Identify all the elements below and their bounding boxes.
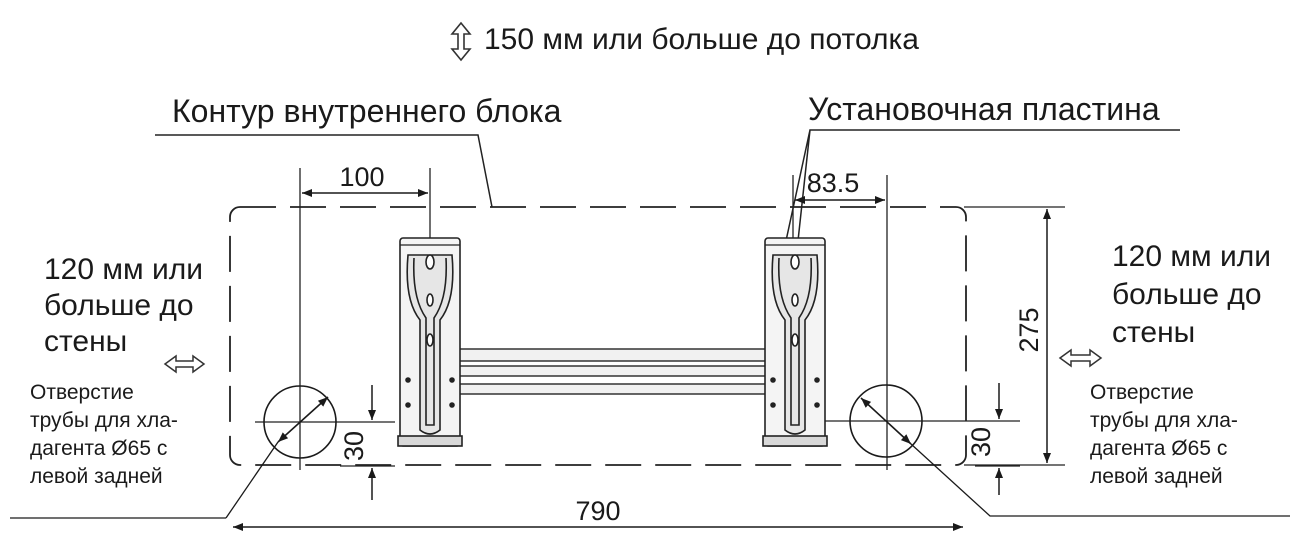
pipe-hole-left-line-2: трубы для хла- [30,409,178,432]
dim-label-30-left: 30 [339,431,369,461]
pipe-hole-right-line-3: дагента Ø65 с [1090,437,1228,460]
pipe-hole-left-label: Отверстие трубы для хла- дагента Ø65 с л… [30,379,178,491]
indoor-unit-outline [229,206,967,466]
pipe-hole-right-line-1: Отверстие [1090,381,1194,404]
pipe-hole-left-line-4: левой задней [30,465,163,488]
mounting-plate-rails [457,348,767,395]
indoor-unit-outline-label: Контур внутреннего блока [172,93,562,129]
pipe-hole-right [849,384,1290,517]
wall-clearance-left-line-1: 120 мм или [44,253,203,286]
dim-label-83-5: 83.5 [807,168,860,198]
pipe-hole-right-line-2: трубы для хла- [1090,409,1238,432]
pipe-hole-left [10,385,337,519]
mounting-bracket-right [762,237,828,447]
wall-clearance-left-label: 120 мм или больше до стены [44,252,203,360]
mounting-plate-label: Установочная пластина [808,91,1160,127]
outline-leader-line [155,134,493,208]
wall-clearance-right-line-1: 120 мм или [1112,240,1271,273]
mounting-bracket-left [397,237,463,447]
pipe-hole-left-line-1: Отверстие [30,381,134,404]
pipe-hole-right-label: Отверстие трубы для хла- дагента Ø65 с л… [1090,379,1238,491]
ceiling-clearance-label: 150 мм или больше до потолка [484,23,919,56]
wall-clearance-left-line-2: больше до [44,289,194,322]
wall-clearance-right-label: 120 мм или больше до стены [1112,238,1271,352]
double-arrow-horizontal-icon-left [163,354,206,374]
wall-clearance-right-line-3: стены [1112,316,1196,349]
dim-label-275: 275 [1014,307,1044,352]
double-arrow-vertical-icon [450,21,472,62]
wall-clearance-right-line-2: больше до [1112,278,1262,311]
double-arrow-horizontal-icon-right [1058,348,1103,368]
dim-label-30-right: 30 [966,427,996,457]
dimension-arrows [233,189,1051,531]
dim-label-790: 790 [575,496,620,526]
pipe-hole-right-line-4: левой задней [1090,465,1223,488]
dim-label-100: 100 [339,162,384,192]
wall-clearance-left-line-3: стены [44,325,128,358]
extension-lines [255,168,1065,470]
pipe-hole-left-line-3: дагента Ø65 с [30,437,168,460]
